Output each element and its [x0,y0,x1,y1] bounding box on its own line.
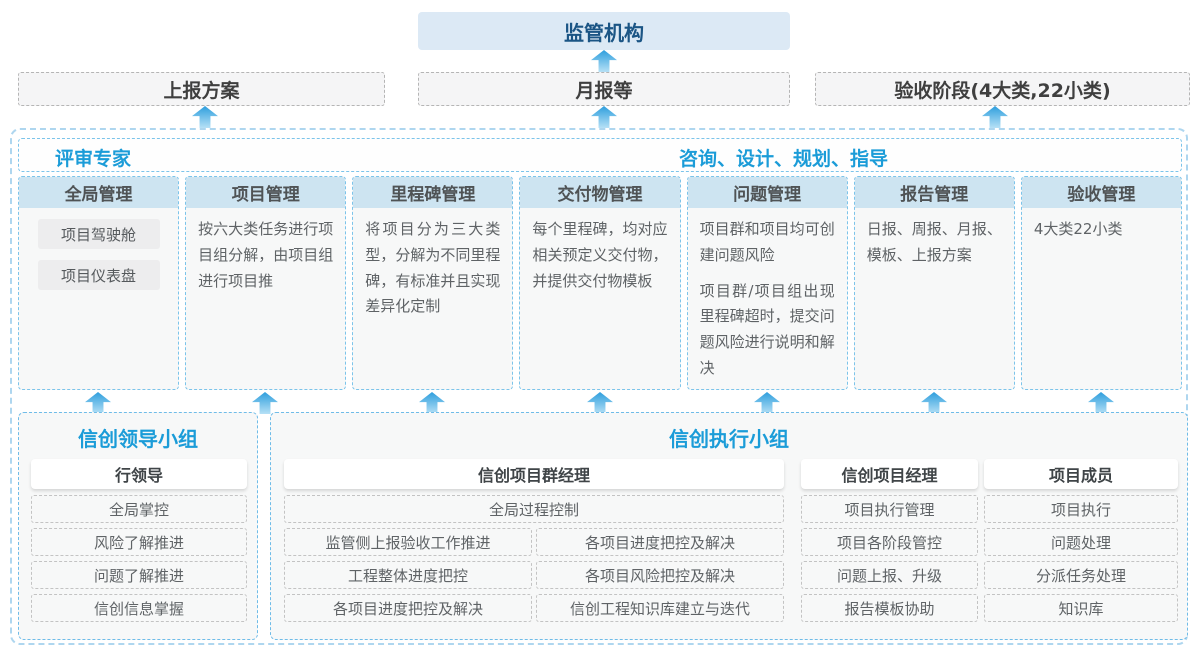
pm-task: 各项目风险把控及解决 [536,561,784,589]
leader-task: 问题了解推进 [31,561,247,589]
column-description: 4大类22小类 [1033,220,1123,238]
column-header: 验收管理 [1021,177,1181,208]
up-arrow-icon [192,106,218,128]
leader-group-box: 信创领导小组 行领导 全局掌控 风险了解推进 问题了解推进 信创信息掌握 [18,412,258,640]
column-description: 将项目分为三大类型，分解为不同里程碑，有标准并且实现差异化定制 [365,220,501,316]
column-description: 日报、周报、月报、模板、上报方案 [866,220,1002,264]
member-task: 项目执行 [984,495,1178,523]
acceptance-stage-box: 验收阶段(4大类,22小类) [815,72,1190,106]
project-manager-task: 问题上报、升级 [801,561,978,589]
pm-task: 监管侧上报验收工作推进 [284,528,532,556]
report-plan-box: 上报方案 [18,72,385,106]
member-task: 知识库 [984,594,1178,622]
column-report-management: 报告管理 日报、周报、月报、模板、上报方案 [853,176,1015,390]
column-description: 按六大类任务进行项目组分解，由项目组进行项目推 [198,220,334,290]
monthly-report-box: 月报等 [418,72,790,106]
project-manager-task: 项目各阶段管控 [801,528,978,556]
role-project-manager: 信创项目经理 [801,459,978,489]
project-manager-task: 项目执行管理 [801,495,978,523]
column-deliverable-management: 交付物管理 每个里程碑，均对应相关预定义交付物，并提供交付物模板 [519,176,681,390]
role-project-member: 项目成员 [984,459,1178,489]
leader-task: 全局掌控 [31,495,247,523]
pm-task: 信创工程知识库建立与迭代 [536,594,784,622]
up-arrow-icon [982,106,1008,128]
review-experts-label: 评审专家 [55,148,132,170]
column-project-management: 项目管理 按六大类任务进行项目组分解，由项目组进行项目推 [185,176,347,390]
column-acceptance-management: 验收管理 4大类22小类 [1020,176,1182,390]
column-milestone-management: 里程碑管理 将项目分为三大类型，分解为不同里程碑，有标准并且实现差异化定制 [352,176,514,390]
up-arrow-icon [591,106,617,128]
execution-group-title: 信创执行小组 [669,427,789,451]
role-program-manager: 信创项目群经理 [284,459,784,489]
pm-task: 各项目进度把控及解决 [284,594,532,622]
column-description: 每个里程碑，均对应相关预定义交付物，并提供交付物模板 [532,220,668,290]
pm-task: 工程整体进度把控 [284,561,532,589]
column-global-management: 全局管理 项目驾驶舱 项目仪表盘 [18,176,180,390]
leader-task: 风险了解推进 [31,528,247,556]
execution-group-box: 信创执行小组 信创项目群经理 全局过程控制 监管侧上报验收工作推进 工程整体进度… [270,412,1188,640]
column-header: 报告管理 [854,177,1014,208]
column-header: 项目管理 [186,177,346,208]
column-header: 里程碑管理 [353,177,513,208]
column-header: 问题管理 [687,177,847,208]
pill-project-dashboard: 项目仪表盘 [37,260,160,290]
regulator-box: 监管机构 [418,12,790,50]
consulting-label: 咨询、设计、规划、指导 [679,148,889,170]
column-header: 交付物管理 [520,177,680,208]
experts-strip: 评审专家 咨询、设计、规划、指导 [18,138,1182,172]
project-manager-task: 报告模板协助 [801,594,978,622]
column-description: 项目群和项目均可创建问题风险 项目群/项目组出现里程碑超时，提交问题风险进行说明… [699,220,835,377]
pm-task-full: 全局过程控制 [284,495,784,523]
member-task: 分派任务处理 [984,561,1178,589]
pill-project-cockpit: 项目驾驶舱 [37,219,160,249]
leader-group-title: 信创领导小组 [78,427,198,451]
column-issue-management: 问题管理 项目群和项目均可创建问题风险 项目群/项目组出现里程碑超时，提交问题风… [686,176,848,390]
up-arrow-icon [591,50,617,72]
column-header: 全局管理 [19,177,179,208]
pm-task: 各项目进度把控及解决 [536,528,784,556]
management-columns: 全局管理 项目驾驶舱 项目仪表盘 项目管理 按六大类任务进行项目组分解，由项目组… [18,176,1182,390]
leader-task: 信创信息掌握 [31,594,247,622]
role-bank-leaders: 行领导 [31,459,247,489]
member-task: 问题处理 [984,528,1178,556]
